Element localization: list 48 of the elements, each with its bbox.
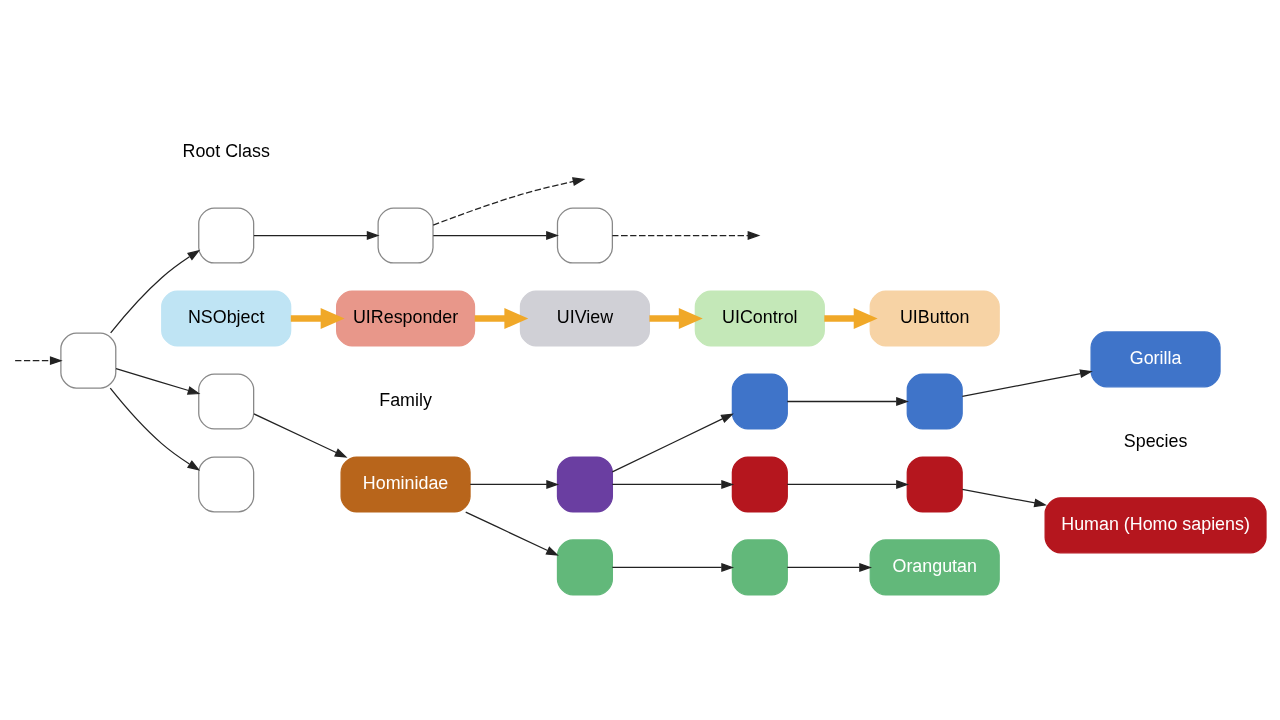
node-box: Orangutan — [869, 539, 1000, 596]
label: Root Class — [182, 141, 270, 162]
arrow — [961, 369, 1093, 398]
arrow — [290, 308, 345, 329]
node-box — [556, 456, 613, 513]
arrow — [469, 480, 560, 489]
node-box — [377, 207, 434, 264]
label: Species — [1123, 431, 1188, 452]
node-box — [198, 373, 255, 430]
arrow — [611, 231, 761, 240]
node-box — [60, 332, 117, 389]
arrow — [14, 356, 63, 366]
node-box: Gorilla — [1090, 331, 1221, 388]
node-box — [731, 456, 788, 513]
arrow — [432, 231, 559, 240]
arrow — [824, 308, 878, 329]
arrow — [649, 308, 703, 329]
node-box — [556, 539, 613, 596]
node-box: Human (Homo sapiens) — [1044, 497, 1267, 554]
node-box — [906, 456, 963, 513]
node-box — [906, 373, 963, 430]
arrow — [786, 480, 909, 489]
node-box — [198, 456, 255, 513]
node-box — [198, 207, 255, 264]
label: Family — [379, 390, 432, 411]
arrow — [786, 397, 909, 406]
arrow — [611, 562, 735, 572]
node-box: UIControl — [694, 290, 825, 347]
arrow — [110, 249, 201, 334]
arrow — [465, 511, 559, 556]
arrow — [253, 413, 348, 458]
node-box — [556, 207, 613, 264]
arrow — [786, 562, 872, 572]
node-box: NSObject — [161, 290, 292, 347]
node-box — [731, 539, 788, 596]
arrow — [611, 480, 735, 489]
node-box — [731, 373, 788, 430]
arrow — [961, 488, 1047, 508]
arrow — [611, 413, 734, 473]
node-box: UIResponder — [336, 290, 476, 347]
node-box: Hominidae — [340, 456, 471, 513]
node-box: UIButton — [869, 290, 1000, 347]
arrow — [115, 368, 201, 395]
arrow — [253, 231, 380, 240]
arrow — [474, 308, 529, 329]
arrow — [109, 387, 201, 471]
arrow — [432, 177, 586, 226]
node-box: UIView — [519, 290, 651, 347]
